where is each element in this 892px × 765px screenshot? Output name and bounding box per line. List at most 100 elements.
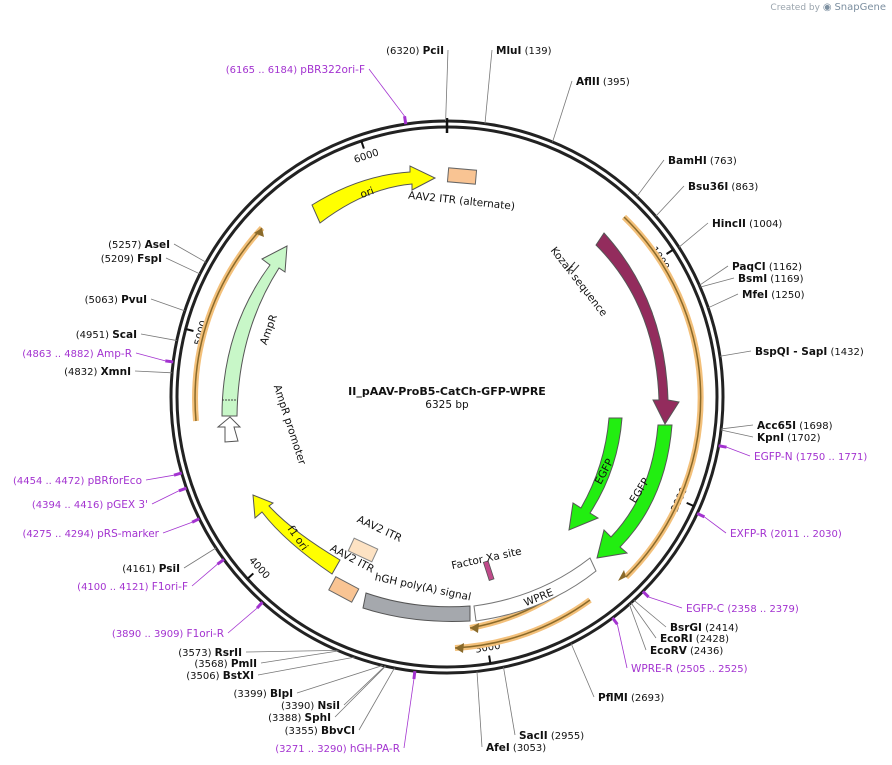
primer-site-mark — [191, 517, 200, 524]
enzyme-leader — [570, 643, 595, 698]
itr-alternate-box[interactable] — [446, 167, 478, 185]
enzyme-label[interactable]: (4832) XmnI — [64, 366, 131, 378]
enzyme-label[interactable]: EcoRI (2428) — [660, 633, 729, 645]
primer-label[interactable]: WPRE-R (2505 .. 2525) — [631, 663, 748, 675]
enzyme-label[interactable]: (3399) BlpI — [234, 688, 293, 700]
tick-mark — [360, 140, 365, 149]
orf-arrowhead-wpre — [470, 623, 479, 633]
enzyme-label[interactable]: BamHI (763) — [668, 155, 737, 167]
egfp-arrow-1[interactable] — [568, 417, 623, 531]
orf-line-bottom — [454, 599, 591, 649]
primer-site-mark — [611, 616, 619, 626]
ampr-label: AmpR — [258, 313, 280, 347]
enzyme-label[interactable]: BspQI - SapI (1432) — [755, 346, 864, 358]
primer-site-mark — [718, 444, 727, 449]
kozak-mark-2 — [570, 264, 580, 275]
enzyme-label[interactable]: (5063) PvuI — [85, 294, 147, 306]
orf-line-right — [623, 216, 702, 578]
itr-alternate-label: AAV2 ITR (alternate) — [408, 190, 516, 213]
kozak-mark-1 — [566, 261, 576, 272]
itr-box-1[interactable] — [347, 537, 379, 563]
enzyme-leader — [503, 667, 516, 736]
ampr-arrow[interactable] — [221, 245, 288, 417]
enzyme-labels: (6320) PciI MluI (139) AflII (395) BamHI (7… — [64, 45, 864, 754]
wpre-arrow[interactable] — [473, 557, 597, 622]
enzyme-label[interactable]: BsrGI (2414) — [670, 622, 738, 634]
factor-xa-mark[interactable] — [482, 560, 495, 581]
orf-arrowhead-left — [254, 228, 264, 237]
primer-label[interactable]: EGFP-N (1750 .. 1771) — [754, 451, 867, 463]
enzyme-label[interactable]: PaqCI (1162) — [732, 261, 802, 273]
ampr-promoter-arrow[interactable] — [216, 416, 242, 443]
primer-label[interactable]: EXFP-R (2011 .. 2030) — [730, 528, 842, 540]
enzyme-label[interactable]: HincII (1004) — [712, 218, 782, 230]
primer-leader — [403, 679, 415, 749]
enzyme-label[interactable]: SacII (2955) — [519, 730, 584, 742]
itr-box-2[interactable] — [328, 576, 360, 603]
tick-mark — [246, 572, 254, 580]
enzyme-leader — [721, 424, 754, 430]
orf-arrowhead-bottom — [455, 643, 464, 653]
enzyme-label[interactable]: (4951) ScaI — [76, 329, 137, 341]
enzyme-label[interactable]: (3506) BstXI — [186, 670, 254, 682]
primer-label[interactable]: EGFP-C (2358 .. 2379) — [686, 603, 799, 615]
primer-label[interactable]: (4100 .. 4121) F1ori-F — [77, 581, 188, 593]
enzyme-label[interactable]: (4161) PsiI — [122, 563, 180, 575]
orf-line-left — [194, 227, 263, 422]
primer-label[interactable]: (4275 .. 4294) pRS-marker — [23, 528, 160, 540]
chr2-arrow[interactable] — [595, 232, 680, 426]
ori-arrow[interactable] — [311, 165, 437, 224]
tick-mark — [665, 248, 674, 255]
primer-site-mark — [412, 670, 417, 680]
primer-leader — [151, 490, 180, 505]
enzyme-leader — [334, 665, 386, 718]
enzyme-leader — [719, 350, 752, 357]
enzyme-label[interactable]: (3573) RsrII — [178, 647, 242, 659]
enzyme-label[interactable]: PflMI (2693) — [598, 692, 664, 704]
enzyme-label[interactable]: AflII (395) — [576, 76, 630, 88]
enzyme-label[interactable]: (3568) PmlI — [194, 658, 257, 670]
enzyme-label[interactable]: KpnI (1702) — [757, 432, 821, 444]
enzyme-label[interactable]: (3355) BbvCI — [285, 725, 355, 737]
primer-label[interactable]: (3271 .. 3290) hGH-PA-R — [275, 743, 400, 755]
enzyme-leader — [165, 257, 201, 275]
enzyme-label[interactable]: Acc65I (1698) — [757, 420, 833, 432]
enzyme-label[interactable]: MfeI (1250) — [742, 289, 805, 301]
enzyme-leader — [150, 298, 185, 312]
egfp-arrow-2[interactable] — [596, 424, 673, 559]
hgh-polya-arrow[interactable] — [362, 592, 471, 622]
kozak-label: Kozak sequence — [548, 245, 610, 319]
enzyme-label[interactable]: (6320) PciI — [386, 45, 444, 57]
primer-label[interactable]: (4863 .. 4882) Amp-R — [22, 348, 132, 360]
enzyme-leader — [173, 243, 207, 263]
enzyme-label[interactable]: (5257) AseI — [108, 239, 170, 251]
primer-leader — [162, 521, 193, 534]
enzyme-leader — [633, 599, 667, 628]
enzyme-label[interactable]: MluI (139) — [496, 45, 552, 57]
snapgene-logo-icon: ◉ — [822, 2, 832, 13]
primer-label[interactable]: (4454 .. 4472) pBRforEco — [13, 475, 142, 487]
enzyme-leader — [358, 667, 395, 731]
primer-leader — [616, 624, 628, 669]
enzyme-label[interactable]: (3388) SphI — [268, 712, 331, 724]
primer-site-mark — [403, 115, 408, 125]
primer-label[interactable]: (6165 .. 6184) pBR322ori-F — [226, 64, 365, 76]
enzyme-label[interactable]: (5209) FspI — [101, 253, 162, 265]
enzyme-label[interactable]: (3390) NsiI — [281, 700, 340, 712]
tick-label: 6000 — [353, 147, 381, 166]
enzyme-leader — [343, 665, 386, 706]
f1-ori-arrow[interactable] — [252, 494, 341, 575]
primer-site-mark — [641, 590, 650, 599]
primer-leader — [648, 596, 683, 609]
primer-site-mark — [696, 512, 706, 519]
enzyme-label[interactable]: BsmI (1169) — [738, 273, 804, 285]
created-by-text: Created by — [770, 3, 820, 13]
itr-label-1: AAV2 ITR — [355, 513, 404, 544]
primer-label[interactable]: (3890 .. 3909) F1ori-R — [112, 628, 224, 640]
enzyme-label[interactable]: AfeI (3053) — [486, 742, 546, 754]
primer-leader — [726, 446, 751, 457]
enzyme-label[interactable]: Bsu36I (863) — [688, 181, 758, 193]
primer-label[interactable]: (4394 .. 4416) pGEX 3' — [32, 499, 148, 511]
enzyme-label[interactable]: EcoRV (2436) — [650, 645, 723, 657]
